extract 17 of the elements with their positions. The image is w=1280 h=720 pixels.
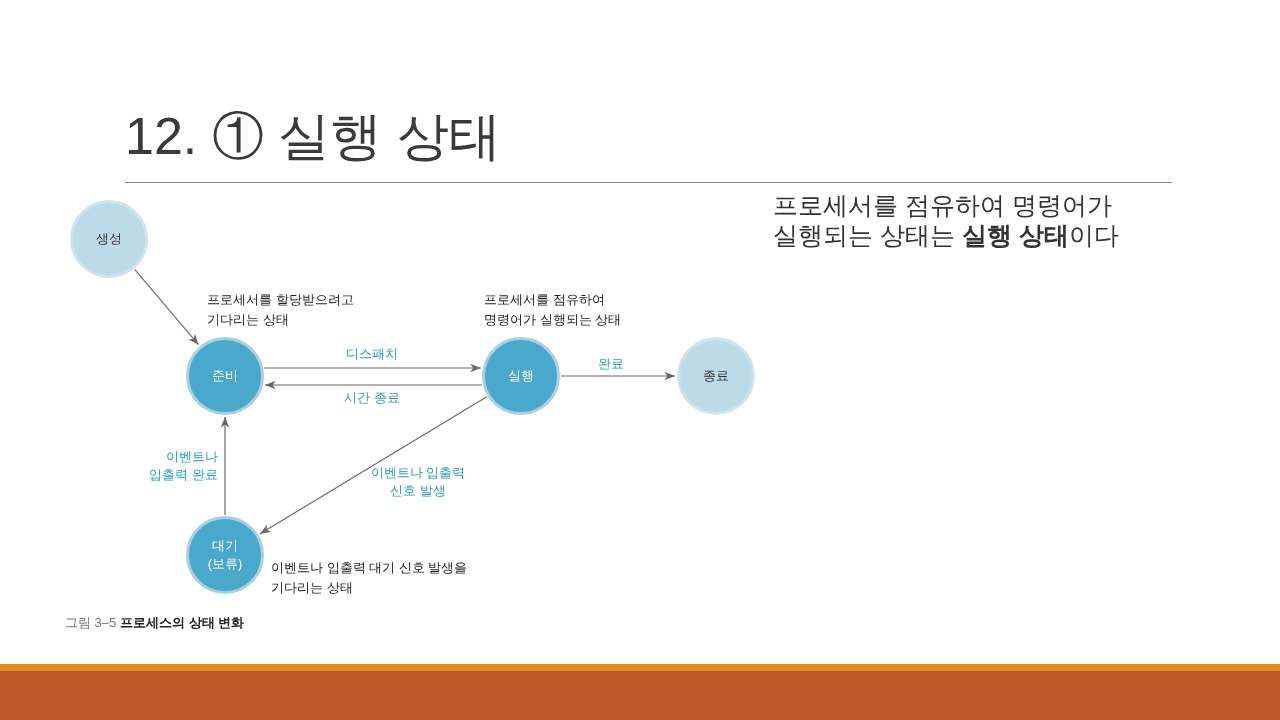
edge-label: 이벤트나 입출력 신호 발생 [369,464,467,500]
slide-title: 12. ① 실행 상태 [125,106,501,167]
edge-label: 이벤트나 입출력 완료 [148,448,218,484]
arrow [220,416,230,516]
state-description: 이벤트나 입출력 대기 신호 발생을 기다리는 상태 [271,559,469,597]
state-description: 프로세서를 할당받으려고 기다리는 상태 [207,291,355,329]
arrow [264,380,483,390]
arrow [263,363,482,373]
description-text: 프로세서를 점유하여 명령어가 실행되는 상태는 실행 상태이다 [773,190,1120,250]
edge-label: 완료 [597,355,625,373]
edge-label: 디스패치 [345,345,399,363]
arrow [134,268,200,346]
state-description: 프로세서를 점유하여 명령어가 실행되는 상태 [484,291,623,329]
arrow [560,371,676,381]
arrow [259,396,488,535]
figure-caption: 그림 3–5 프로세스의 상태 변화 [65,614,245,632]
edge-label: 시간 종료 [343,389,401,407]
